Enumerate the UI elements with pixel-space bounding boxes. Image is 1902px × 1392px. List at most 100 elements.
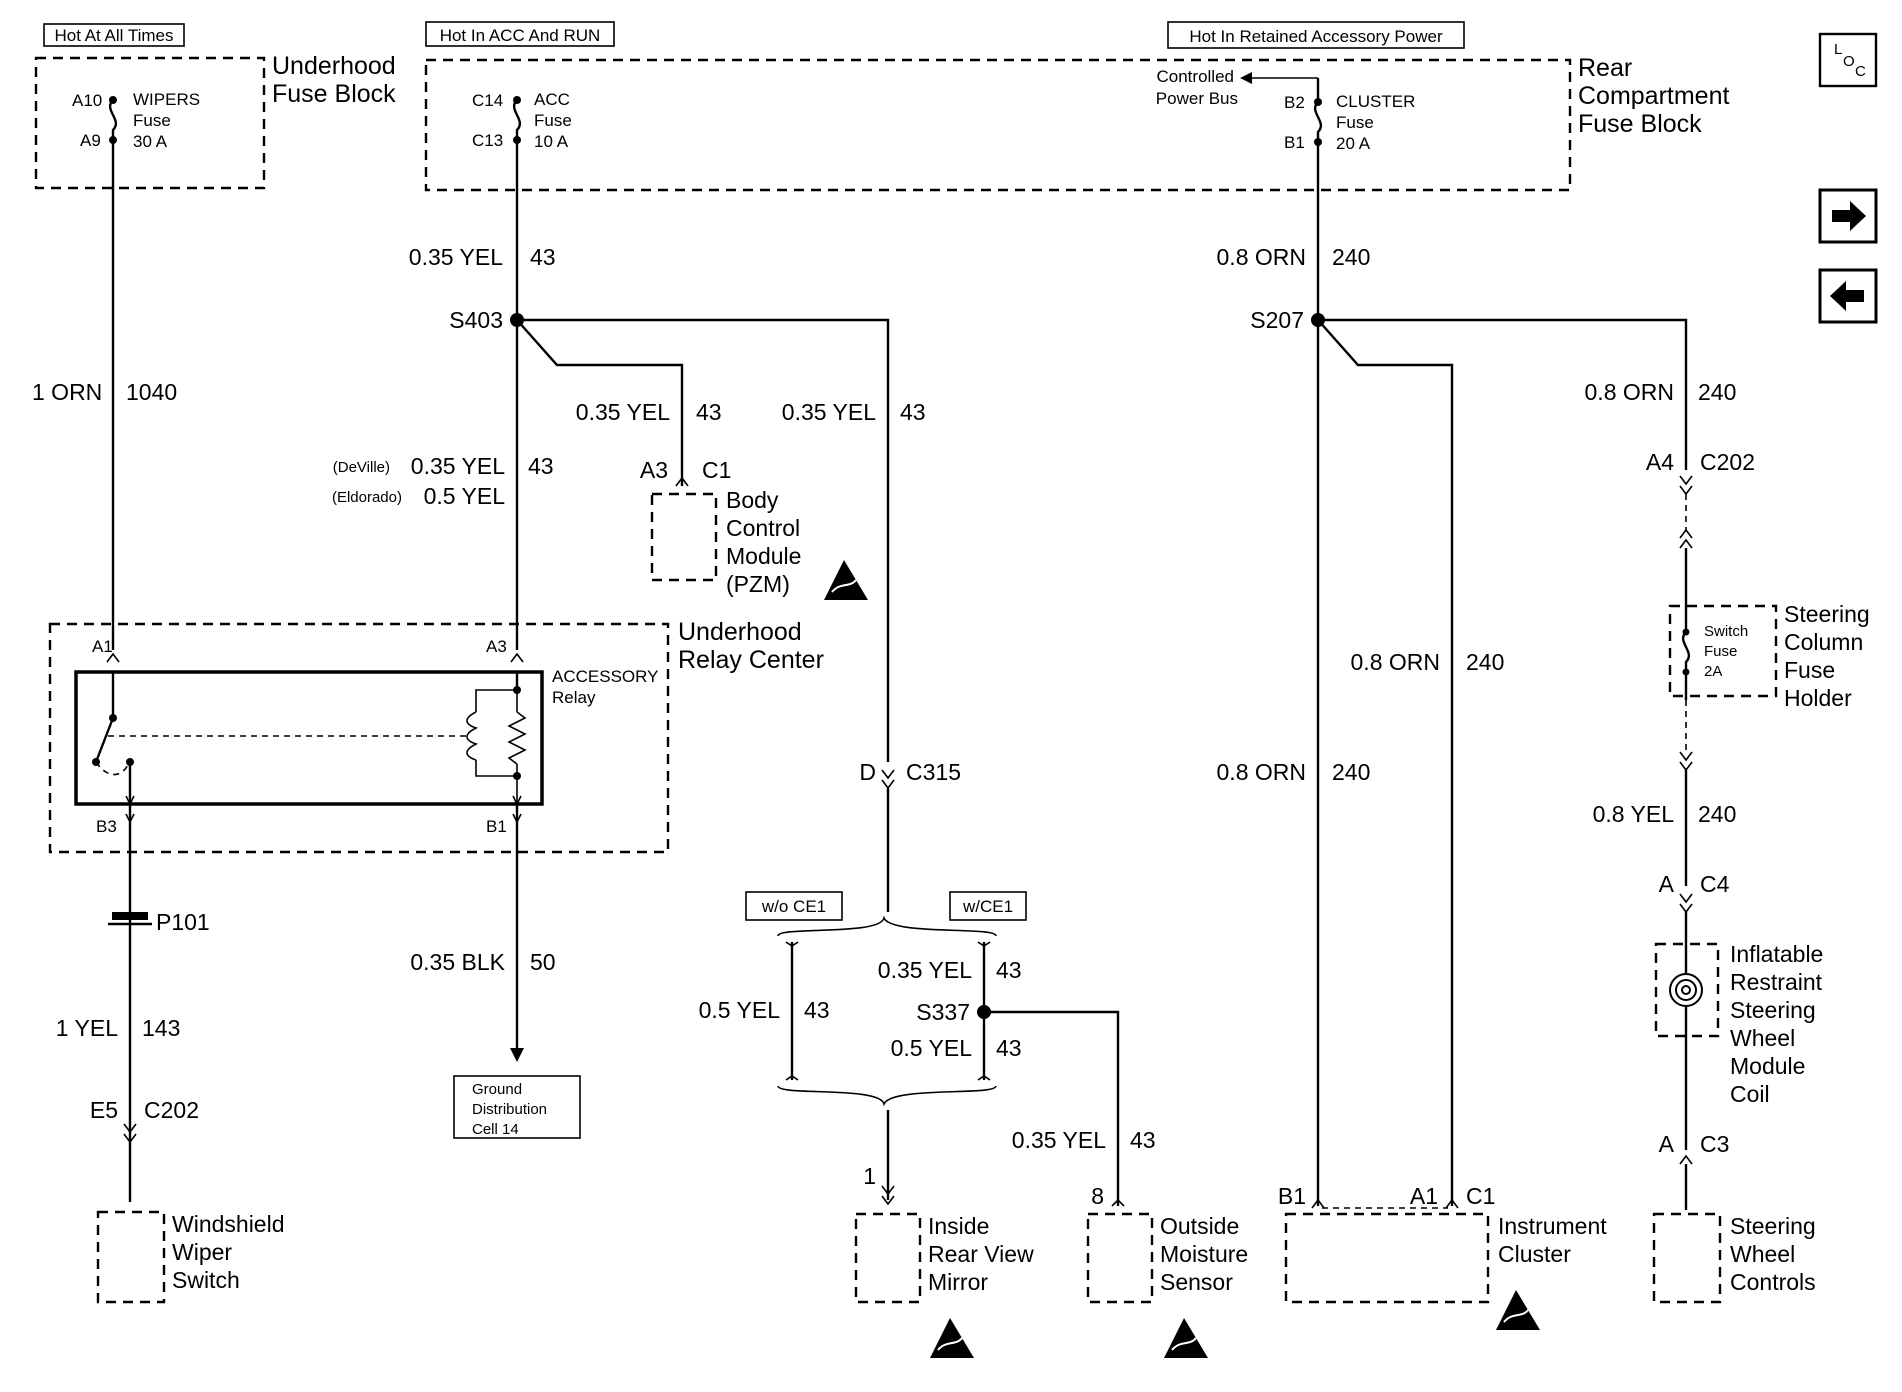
svg-text:L: L (1834, 41, 1842, 58)
svg-text:P101: P101 (156, 909, 210, 935)
esd-warning-icon (1164, 1318, 1208, 1358)
instrument-cluster-label: Instrument Cluster (1498, 1213, 1613, 1267)
option-bracket-bottom (777, 1085, 997, 1107)
bcm-pin: A3 (640, 457, 668, 483)
wire-43-with-ce1-circuit-b: 43 (996, 1035, 1022, 1061)
next-page-button[interactable] (1818, 188, 1878, 244)
instrument-cluster-box (1284, 1212, 1490, 1304)
wire-43-color-a: 0.35 YEL (409, 244, 503, 270)
rear-compartment-fuse-block-box (424, 58, 1572, 192)
ground-distribution-label: Ground Distribution Cell 14 (472, 1081, 551, 1138)
svg-text:C14: C14 (472, 91, 503, 110)
wire-43-to-sensor (984, 1010, 1120, 1206)
ground-arrow-icon (510, 1048, 524, 1062)
wire-43-color-deville: 0.35 YEL (411, 453, 505, 479)
wire-50-circuit: 50 (530, 949, 556, 975)
c4-pin: A (1659, 871, 1675, 897)
wire-43-variant-deville: (DeVille) (333, 459, 390, 476)
c315-connector: C315 (906, 759, 961, 785)
relay-pin-b1: B1 (486, 817, 507, 836)
svg-text:A10: A10 (72, 91, 102, 110)
relay-switch-contact-icon (94, 717, 115, 763)
splice-s337-label: S337 (916, 999, 970, 1025)
option-without-ce1: w/o CE1 (745, 891, 843, 921)
windshield-wiper-switch-label: Windshield Wiper Switch (172, 1211, 291, 1293)
loc-button[interactable]: L O C (1818, 32, 1878, 88)
header-hot-in-retained: Hot In Retained Accessory Power (1167, 21, 1465, 49)
wire-240-sc-color: 0.8 ORN (1585, 379, 1674, 405)
esd-warning-icon (1496, 1290, 1540, 1330)
wire-43-with-ce1-circuit-a: 43 (996, 957, 1022, 983)
wire-240-yel-color: 0.8 YEL (1593, 801, 1675, 827)
wire-43-color-eldorado: 0.5 YEL (424, 483, 506, 509)
svg-text:C: C (1855, 63, 1866, 80)
body-control-module-label: Body Control Module (PZM) (726, 487, 808, 597)
clockspring-coil-icon (1669, 973, 1703, 1007)
wire-143-color: 1 YEL (56, 1015, 118, 1041)
svg-text:B2: B2 (1284, 93, 1305, 112)
cluster-pin-b1: B1 (1278, 1183, 1306, 1209)
cluster-fuse-icon (1313, 101, 1323, 142)
underhood-relay-center-label: Underhood Relay Center (678, 618, 824, 674)
controlled-bus-arrow-icon (1240, 72, 1252, 84)
sensor-pin: 8 (1091, 1183, 1104, 1209)
steering-column-fuse-holder-label: Steering Column Fuse Holder (1784, 601, 1876, 711)
esd-warning-icon (930, 1318, 974, 1358)
wiper-switch-pin: E5 (90, 1097, 118, 1123)
outside-moisture-sensor-label: Outside Moisture Sensor (1160, 1213, 1255, 1295)
inside-rear-view-mirror-label: Inside Rear View Mirror (928, 1213, 1040, 1295)
wire-43-c315-color: 0.35 YEL (782, 399, 876, 425)
svg-text:w/o CE1: w/o CE1 (761, 897, 826, 916)
svg-text:A9: A9 (80, 131, 101, 150)
inside-rear-view-mirror-box (854, 1212, 922, 1304)
splice-s403-label: S403 (449, 307, 503, 333)
ground-distribution-box (453, 1075, 581, 1139)
arrow-left-icon (1830, 281, 1864, 311)
relay-pin-a1: A1 (92, 637, 113, 656)
relay-pin-b3: B3 (96, 817, 117, 836)
option-bracket-top (777, 915, 997, 937)
steering-wheel-controls-box (1652, 1212, 1722, 1304)
svg-text:B1: B1 (1284, 133, 1305, 152)
wire-240-sc-circuit: 240 (1698, 379, 1736, 405)
wire-43-to-bcm (516, 319, 684, 486)
wire-240-color-a: 0.8 ORN (1217, 244, 1306, 270)
wire-1040-circuit: 1040 (126, 379, 177, 405)
inflatable-restraint-coil-box (1654, 942, 1720, 1038)
wire-43-with-ce1-color-b: 0.5 YEL (891, 1035, 973, 1061)
wire-43-with-ce1-color-a: 0.35 YEL (878, 957, 972, 983)
header-hot-in-retained-text: Hot In Retained Accessory Power (1189, 27, 1443, 46)
splice-s207-label: S207 (1250, 307, 1304, 333)
wire-43-sensor-color: 0.35 YEL (1012, 1127, 1106, 1153)
wire-240-to-steering-column (1318, 318, 1688, 470)
switch-fuse-icon (1681, 631, 1691, 672)
c3-connector: C3 (1700, 1131, 1729, 1157)
underhood-relay-center-box (48, 622, 670, 854)
outside-moisture-sensor-box (1086, 1212, 1154, 1304)
wiper-switch-connector: C202 (144, 1097, 199, 1123)
wire-240-to-cluster-c1 (1317, 319, 1454, 1206)
prev-page-button[interactable] (1818, 268, 1878, 324)
steering-column-fuse-holder-box (1668, 604, 1778, 698)
wire-240-color-b: 0.8 ORN (1217, 759, 1306, 785)
wire-43-circuit-a: 43 (530, 244, 556, 270)
header-hot-in-acc-and-run-text: Hot In ACC And RUN (440, 26, 601, 45)
bcm-connector: C1 (702, 457, 731, 483)
wire-43-bcm-color: 0.35 YEL (576, 399, 670, 425)
steering-wheel-controls-label: Steering Wheel Controls (1730, 1213, 1822, 1295)
steering-column-pin: A4 (1646, 449, 1674, 475)
wire-43-to-c315 (517, 318, 890, 762)
inflatable-restraint-coil-label: Inflatable Restraint Steering Wheel Modu… (1730, 941, 1830, 1107)
underhood-fuse-block-label: Underhood Fuse Block (272, 52, 403, 108)
wire-43-variant-eldorado: (Eldorado) (332, 489, 402, 506)
wire-43-circuit-deville: 43 (528, 453, 554, 479)
header-hot-at-all-times-text: Hot At All Times (54, 26, 173, 45)
wire-43-without-ce1-color: 0.5 YEL (699, 997, 781, 1023)
svg-text:O: O (1843, 53, 1855, 70)
